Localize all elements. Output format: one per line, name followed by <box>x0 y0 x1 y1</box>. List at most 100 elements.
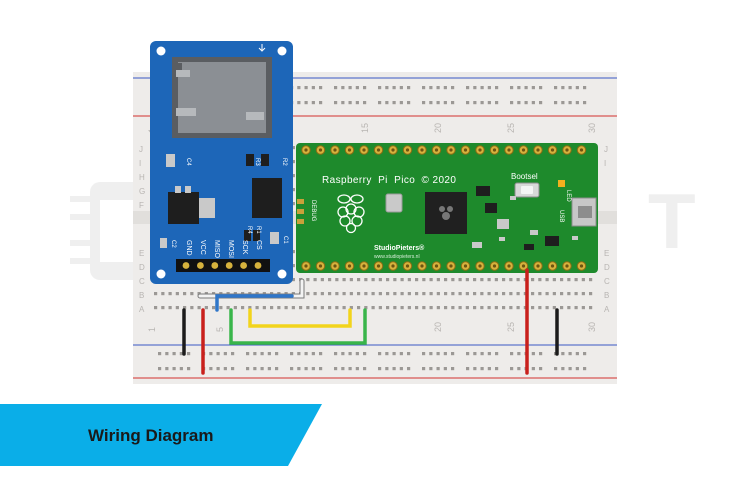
gpio-pad-hole <box>362 264 366 268</box>
rail-hole <box>385 352 389 356</box>
breadboard-hole <box>487 306 491 310</box>
gpio-pad-hole <box>376 148 381 152</box>
rail-hole <box>319 86 323 90</box>
col-num-25-top: 25 <box>506 123 516 133</box>
rail-hole <box>466 101 470 105</box>
breadboard-hole <box>538 278 542 282</box>
breadboard-hole <box>494 278 498 282</box>
rail-hole <box>304 367 308 371</box>
breadboard-hole <box>480 306 484 310</box>
row-letter-i-left: I <box>139 159 141 168</box>
rail-hole <box>561 86 565 90</box>
breadboard-hole <box>560 292 564 296</box>
breadboard-hole <box>291 202 295 206</box>
level-shifter-chip <box>252 178 282 218</box>
breadboard-hole <box>168 292 172 296</box>
breadboard-hole <box>436 292 440 296</box>
row-letter-d-left: D <box>139 263 145 272</box>
col-num-30-bottom: 30 <box>587 322 597 332</box>
rail-hole <box>253 367 257 371</box>
voltage-regulator <box>168 192 199 224</box>
rail-hole <box>378 86 382 90</box>
sd-mounting-hole-tr <box>277 46 287 56</box>
breadboard-hole <box>436 306 440 310</box>
breadboard-hole <box>393 278 397 282</box>
rail-hole <box>561 101 565 105</box>
rail-hole <box>319 367 323 371</box>
rail-hole <box>575 101 579 105</box>
wire-green-miso[interactable] <box>229 308 367 345</box>
breadboard-hole <box>364 306 368 310</box>
breadboard-hole <box>502 306 506 310</box>
gpio-pad-hole <box>405 264 410 268</box>
breadboard-hole <box>299 306 303 310</box>
breadboard-hole <box>487 278 491 282</box>
breadboard-hole <box>291 278 295 282</box>
breadboard-hole <box>255 306 259 310</box>
rail-hole <box>407 86 411 90</box>
wire-blue-sck[interactable] <box>215 294 294 312</box>
rail-hole <box>290 367 294 371</box>
rail-hole <box>341 352 345 356</box>
rail-hole <box>290 352 294 356</box>
rail-hole <box>355 101 359 105</box>
breadboard-hole <box>270 306 274 310</box>
rail-hole <box>355 352 359 356</box>
breadboard-hole <box>465 292 469 296</box>
breadboard-hole <box>291 306 295 310</box>
breadboard-hole <box>183 292 187 296</box>
breadboard-hole <box>378 292 382 296</box>
pin-label-mosi: MOSI <box>227 240 234 258</box>
sd-card-slot[interactable] <box>172 57 272 138</box>
gpio-pad-hole <box>507 264 511 268</box>
breadboard-hole <box>400 278 404 282</box>
usb-socket <box>578 206 592 218</box>
breadboard-hole <box>465 278 469 282</box>
rail-hole <box>319 352 323 356</box>
breadboard-hole <box>502 278 506 282</box>
rail-hole <box>531 86 535 90</box>
breadboard-hole <box>422 306 426 310</box>
row-letter-a-right: A <box>604 305 610 314</box>
gpio-pad-hole <box>507 148 511 152</box>
sd-mounting-hole-bl <box>156 269 166 279</box>
rail-hole <box>495 367 499 371</box>
rail-hole <box>487 101 491 105</box>
breadboard-hole <box>458 278 462 282</box>
rail-hole <box>583 352 587 356</box>
col-num-5-bottom: 5 <box>215 327 225 332</box>
breadboard-hole <box>429 278 433 282</box>
gpio-pad-hole <box>376 264 381 268</box>
col-num-20-top: 20 <box>433 123 443 133</box>
breadboard-hole <box>190 306 194 310</box>
breadboard-hole <box>480 292 484 296</box>
micro-sd-card-module: C4 R3 R2 R4 R1 C1 C2 GND VCC MISO MOSI S… <box>150 41 293 284</box>
breadboard-hole <box>429 306 433 310</box>
rail-hole <box>319 101 323 105</box>
smd-inductor <box>497 219 509 229</box>
breadboard-hole <box>545 292 549 296</box>
breadboard-hole <box>291 160 295 164</box>
rail-hole <box>385 101 389 105</box>
rail-hole <box>422 367 426 371</box>
pin-label-gnd: GND <box>185 240 192 256</box>
rail-hole <box>487 352 491 356</box>
crystal-oscillator <box>385 193 403 213</box>
rail-hole <box>348 86 352 90</box>
raspberry-pi-pico: Raspberry Pi Pico © 2020 Bootsel LED <box>296 143 598 273</box>
breadboard-hole <box>328 292 332 296</box>
breadboard-hole <box>291 188 295 192</box>
rail-hole <box>510 86 514 90</box>
rail-hole <box>275 352 279 356</box>
breadboard-hole <box>320 306 324 310</box>
breadboard-hole <box>422 292 426 296</box>
bootsel-label: Bootsel <box>511 172 538 181</box>
r1-resistor <box>253 230 260 241</box>
rail-hole <box>517 367 521 371</box>
wire-yellow-mosi[interactable] <box>248 308 352 328</box>
breadboard-hole <box>175 306 179 310</box>
rail-hole <box>561 367 565 371</box>
breadboard-hole <box>407 278 411 282</box>
rail-hole <box>473 367 477 371</box>
c4-capacitor <box>166 154 175 167</box>
